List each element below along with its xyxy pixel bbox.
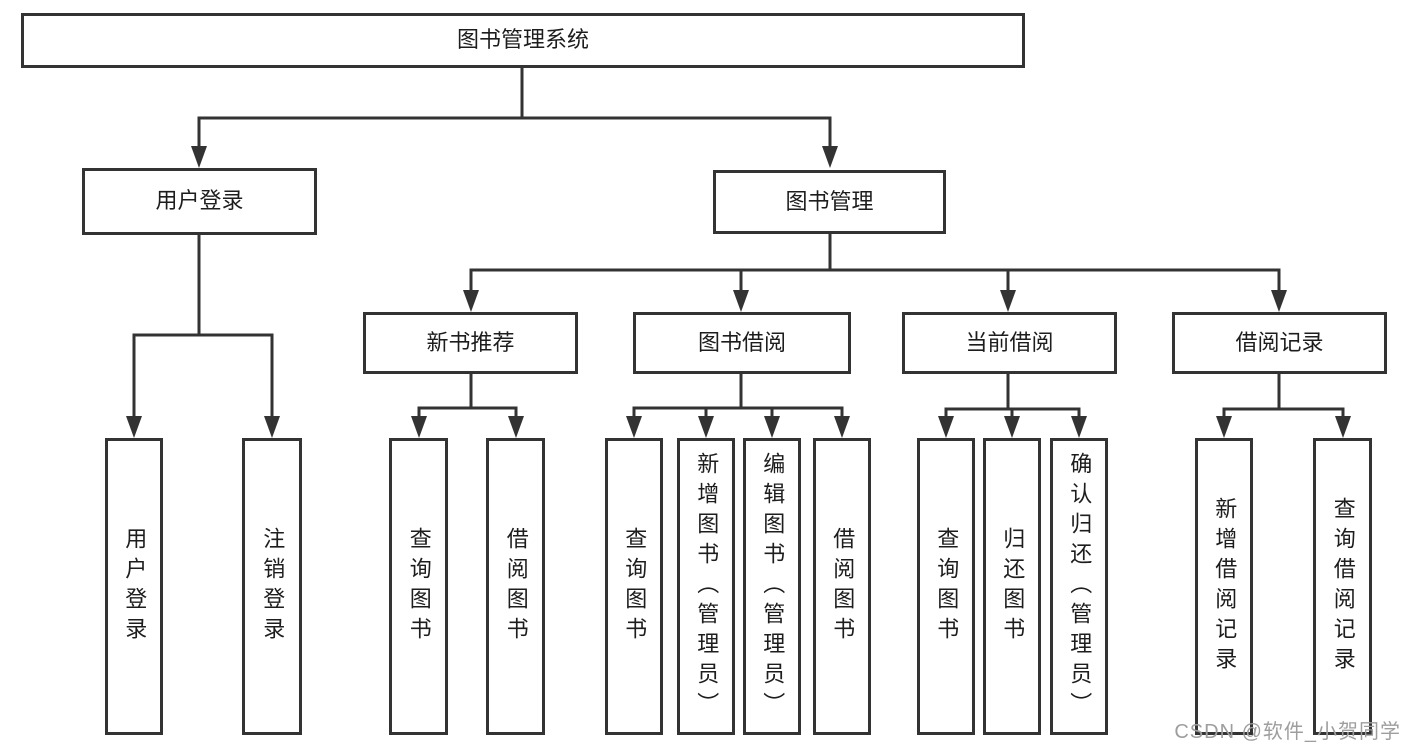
node-leaf-user-login: 用户登录 — [105, 438, 163, 735]
node-label: 用户登录 — [155, 188, 244, 214]
node-label: 图书借阅 — [697, 329, 786, 355]
watermark: CSDN @软件_小贺同学 — [1174, 721, 1401, 743]
node-root: 图书管理系统 — [21, 13, 1025, 68]
node-leaf-query-borrow-record: 查询借阅记录 — [1313, 438, 1372, 735]
node-leaf-return-books: 归还图书 — [983, 438, 1041, 735]
node-leaf-query-books-2: 查询图书 — [605, 438, 663, 735]
node-label: 归还图书 — [1000, 526, 1026, 647]
node-leaf-add-books: 新增图书（管理员） — [677, 438, 735, 735]
node-label: 借阅图书 — [830, 526, 856, 647]
node-leaf-confirm-return: 确认归还（管理员） — [1050, 438, 1108, 735]
node-label: 查询图书 — [622, 526, 648, 647]
node-leaf-logout: 注销登录 — [242, 438, 302, 735]
node-leaf-borrow-books-2: 借阅图书 — [813, 438, 871, 735]
node-leaf-edit-books: 编辑图书（管理员） — [743, 438, 801, 735]
arrowhead-icon — [1271, 290, 1287, 312]
arrowhead-icon — [1071, 416, 1087, 438]
node-leaf-query-books-3: 查询图书 — [917, 438, 975, 735]
node-current-borrowing: 当前借阅 — [902, 312, 1117, 374]
arrowhead-icon — [822, 146, 838, 168]
node-label: 查询借阅记录 — [1330, 496, 1356, 677]
arrowhead-icon — [1000, 290, 1016, 312]
node-label: 借阅图书 — [503, 526, 529, 647]
node-label: 当前借阅 — [965, 329, 1054, 355]
arrowhead-icon — [698, 416, 714, 438]
node-book-management: 图书管理 — [713, 170, 946, 234]
node-label: 图书管理 — [785, 188, 874, 214]
node-label: 注销登录 — [260, 526, 286, 647]
arrowhead-icon — [411, 416, 427, 438]
node-new-book-recommend: 新书推荐 — [363, 312, 578, 374]
node-label: 新书推荐 — [426, 329, 515, 355]
node-label: 用户登录 — [122, 526, 148, 647]
arrowhead-icon — [126, 416, 142, 438]
arrowhead-icon — [1004, 416, 1020, 438]
node-leaf-borrow-books-1: 借阅图书 — [486, 438, 545, 735]
arrowhead-icon — [834, 416, 850, 438]
node-book-borrowing: 图书借阅 — [633, 312, 851, 374]
node-label: 图书管理系统 — [456, 27, 589, 53]
node-leaf-query-books-1: 查询图书 — [389, 438, 448, 735]
arrowhead-icon — [626, 416, 642, 438]
node-user-login: 用户登录 — [82, 168, 317, 235]
arrowhead-icon — [1216, 416, 1232, 438]
node-label: 新增图书（管理员） — [694, 451, 720, 722]
arrowhead-icon — [264, 416, 280, 438]
node-label: 查询图书 — [934, 526, 960, 647]
node-label: 新增借阅记录 — [1212, 496, 1238, 677]
node-label: 确认归还（管理员） — [1067, 451, 1093, 722]
arrowhead-icon — [1335, 416, 1351, 438]
arrowhead-icon — [191, 146, 207, 168]
node-borrowing-records: 借阅记录 — [1172, 312, 1387, 374]
node-leaf-add-borrow-record: 新增借阅记录 — [1195, 438, 1253, 735]
arrowhead-icon — [938, 416, 954, 438]
arrowhead-icon — [463, 290, 479, 312]
arrowhead-icon — [508, 416, 524, 438]
node-label: 借阅记录 — [1235, 329, 1324, 355]
node-label: 编辑图书（管理员） — [760, 451, 786, 722]
node-label: 查询图书 — [406, 526, 432, 647]
arrowhead-icon — [733, 290, 749, 312]
arrowhead-icon — [764, 416, 780, 438]
